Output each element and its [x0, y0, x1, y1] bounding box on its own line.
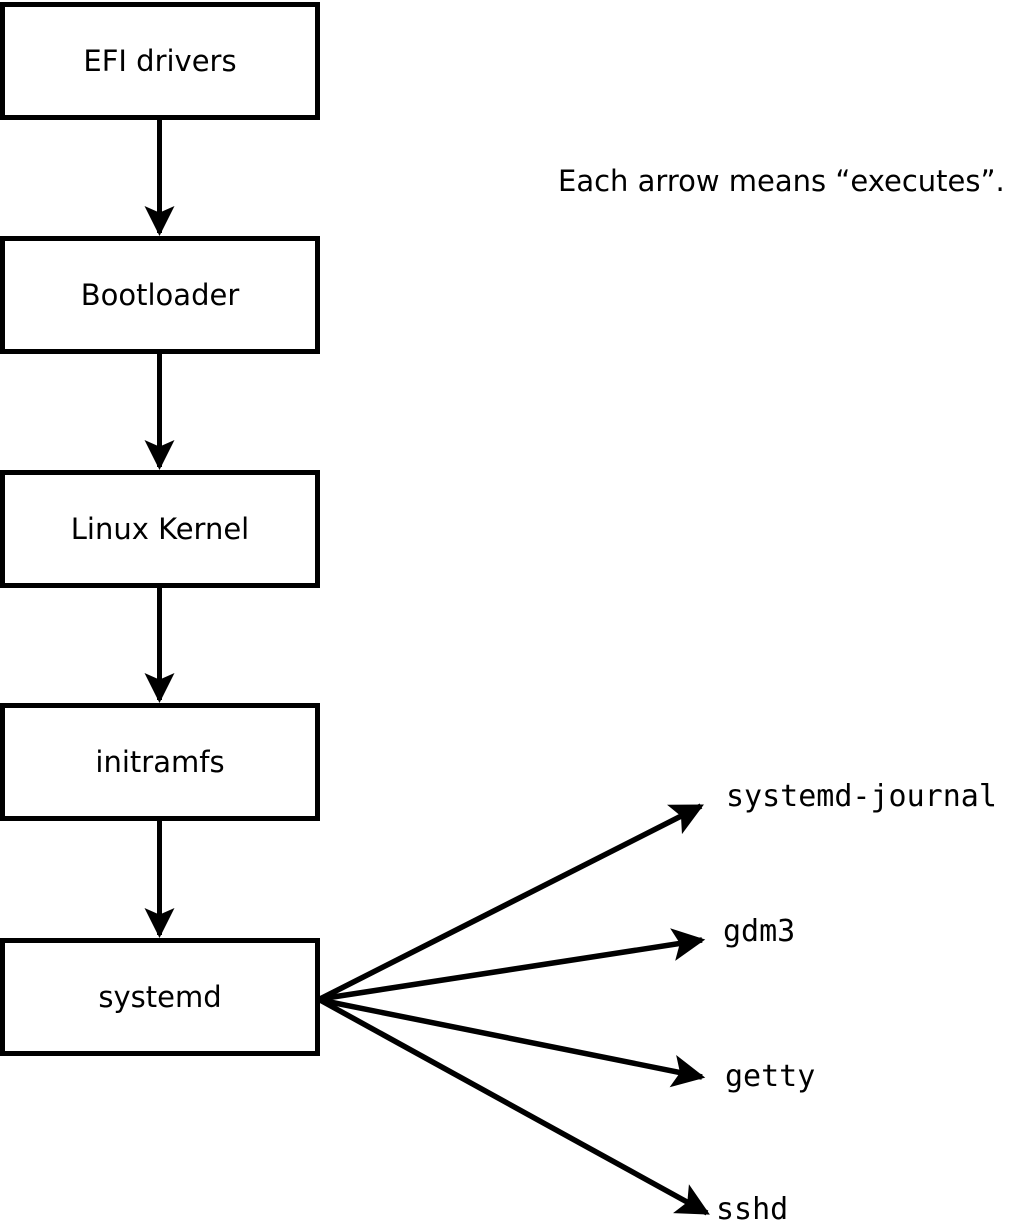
process-label-gdm3: gdm3	[723, 914, 796, 949]
node-linux-kernel: Linux Kernel	[0, 470, 320, 588]
node-efi-drivers-label: EFI drivers	[83, 43, 237, 78]
process-label-systemd-journal: systemd-journal	[726, 779, 997, 814]
node-systemd-label: systemd	[98, 979, 222, 1014]
node-initramfs-label: initramfs	[95, 744, 225, 779]
arrow-systemd-to-getty	[319, 997, 706, 1088]
annotation-arrow-meaning: Each arrow means “executes”.	[558, 164, 1005, 198]
node-systemd: systemd	[0, 938, 320, 1056]
node-bootloader: Bootloader	[0, 236, 320, 354]
arrow-systemd-to-journal	[318, 803, 704, 1002]
node-linux-kernel-label: Linux Kernel	[70, 511, 250, 546]
node-initramfs: initramfs	[0, 703, 320, 821]
node-bootloader-label: Bootloader	[80, 277, 240, 312]
arrow-systemd-to-gdm3	[319, 928, 706, 1002]
process-label-getty: getty	[725, 1059, 816, 1094]
process-label-sshd: sshd	[716, 1192, 789, 1227]
node-efi-drivers: EFI drivers	[0, 2, 320, 120]
arrow-systemd-to-sshd	[318, 997, 710, 1216]
